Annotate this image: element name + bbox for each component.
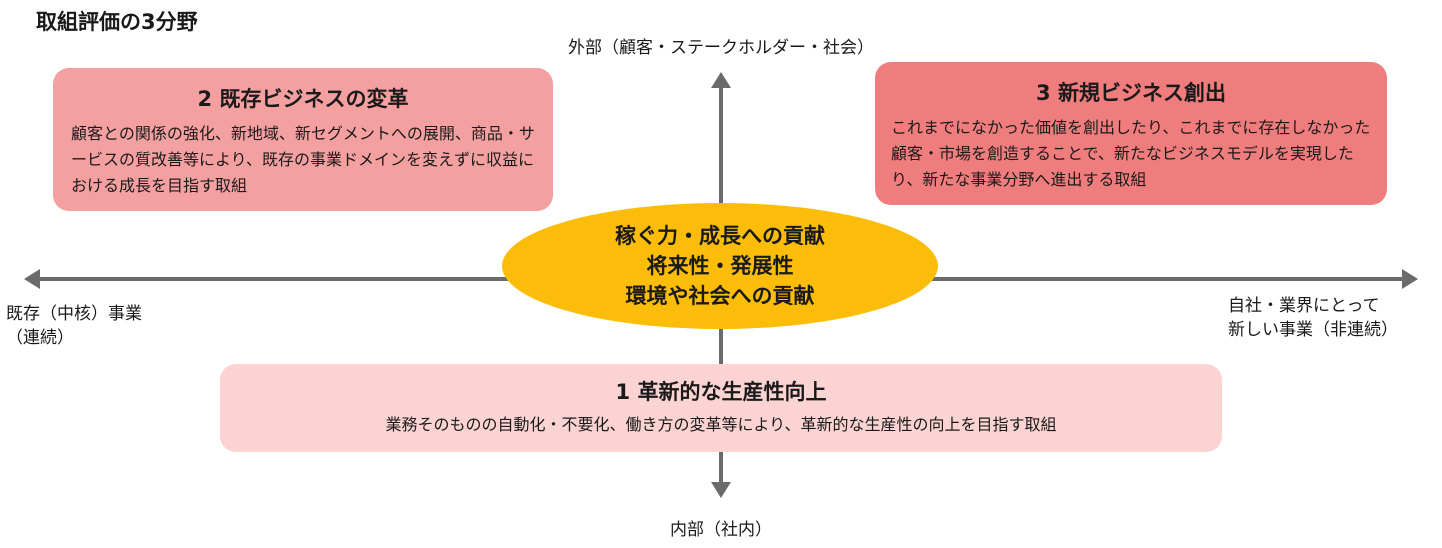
axis-label-external: 外部（顧客・ステークホルダー・社会）	[568, 38, 874, 58]
down-arrow-icon	[711, 482, 731, 498]
center-line-future-potential: 将来性・発展性	[646, 254, 794, 278]
productivity-title: 1 革新的な生産性向上	[615, 380, 827, 404]
center-line-earning-power: 稼ぐ力・成長への貢献	[615, 224, 825, 248]
axis-label-new-business: 自社・業界にとって 新しい事業（非連続）	[1228, 296, 1398, 340]
existing-business-transformation-box: 2 既存ビジネスの変革 顧客との関係の強化、新地域、新セグメントへの展開、商品・…	[53, 68, 553, 211]
left-arrow-icon	[24, 269, 40, 289]
new-business-title: 3 新規ビジネス創出	[1036, 81, 1226, 105]
existing-business-title: 2 既存ビジネスの変革	[197, 87, 409, 111]
axis-label-existing-business: 既存（中核）事業 （連続）	[6, 304, 142, 348]
up-arrow-icon	[711, 72, 731, 88]
page-title: 取組評価の3分野	[36, 10, 198, 34]
center-contribution-oval: 稼ぐ力・成長への貢献 将来性・発展性 環境や社会への貢献	[502, 203, 938, 329]
axis-label-internal: 内部（社内）	[670, 520, 772, 540]
right-arrow-icon	[1402, 269, 1418, 289]
productivity-description: 業務そのものの自動化・不要化、働き方の変革等により、革新的な生産性の向上を目指す…	[385, 415, 1057, 434]
productivity-improvement-box: 1 革新的な生産性向上 業務そのものの自動化・不要化、働き方の変革等により、革新…	[220, 364, 1222, 452]
new-business-creation-box: 3 新規ビジネス創出 これまでになかった価値を創出したり、これまでに存在しなかっ…	[875, 62, 1387, 205]
center-line-environment-society: 環境や社会への貢献	[625, 284, 815, 308]
existing-business-description: 顧客との関係の強化、新地域、新セグメントへの展開、商品・サービスの質改善等により…	[71, 124, 535, 195]
new-business-description: これまでになかった価値を創出したり、これまでに存在しなかった顧客・市場を創造する…	[891, 118, 1371, 189]
